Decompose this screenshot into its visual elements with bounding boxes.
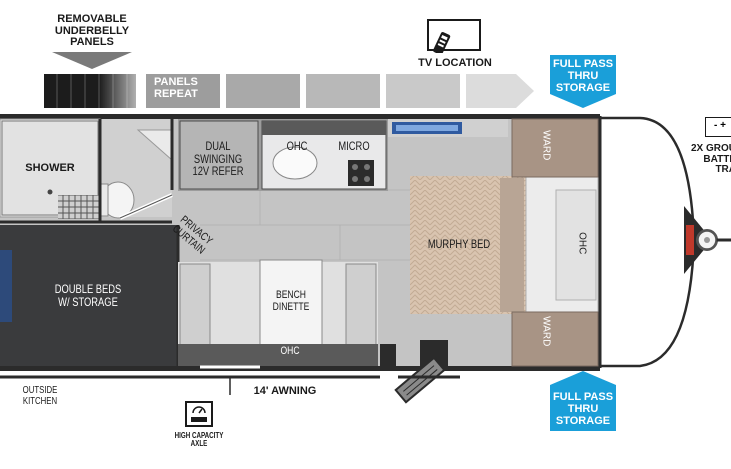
battery-terminals: - + [714,120,726,131]
removable-panel [44,74,136,108]
double-beds-label: DOUBLE BEDS W/ STORAGE [49,283,127,308]
dinette-ohc-label: OHC [280,345,300,357]
full-pass-storage-top: FULL PASS THRU STORAGE [550,55,616,94]
label-line: KITCHEN [22,395,58,407]
label-line: DOUBLE BEDS [54,282,122,296]
front-ohc-label: OHC [576,232,588,255]
label-line: PANELS [154,76,198,88]
label-line: DUAL SWINGING [193,139,243,166]
battery-tray-label: 2X GROU BATTE TRA [676,143,731,176]
repeat-panel [466,74,516,108]
label-line: PANELS [70,36,114,49]
scale-icon [185,401,213,427]
panels-repeat-label: PANELS REPEAT [146,76,214,100]
label-line: TRA [715,164,731,175]
label-line: W/ STORAGE [58,294,118,309]
micro-label: MICRO [338,139,370,153]
axle-label: HIGH CAPACITY AXLE [172,431,227,449]
kitchen-ohc-label: OHC [286,139,308,153]
awning-label: 14' AWNING [253,385,317,397]
propane-tank-icon [697,230,717,250]
right-arrow-icon [516,74,534,108]
label-line: BENCH [275,289,307,301]
tv-icon [427,19,481,53]
repeat-panel [386,74,460,108]
down-arrow-icon [550,94,616,108]
label-line: FULL PASS [552,58,614,70]
label-line: THRU [567,70,599,82]
label-line: DINETTE [272,300,310,313]
label-line: STORAGE [555,82,611,94]
bench-dinette-label: BENCH DINETTE [267,289,315,313]
label-line: STORAGE [555,415,611,427]
shower-label: SHOWER [25,162,75,174]
label-line: UNDERBELLY [54,24,130,37]
label-line: 2X GROU [690,143,731,154]
murphy-bed-label: MURPHY BED [427,237,491,251]
label-line: OUTSIDE [22,385,58,396]
label-line: REPEAT [154,87,198,100]
refer-label: DUAL SWINGING 12V REFER [187,140,249,178]
up-arrow-icon [550,371,616,385]
panels-repeat-panel [146,74,220,108]
tv-location-label: TV LOCATION [418,57,492,69]
ward-bottom-label: WARD [540,316,552,347]
down-arrow-icon [52,52,132,69]
ward-top-label: WARD [540,130,552,161]
full-pass-storage-bottom: FULL PASS THRU STORAGE [550,385,616,431]
label-line: BATTE [703,153,731,165]
label-line: 12V REFER [192,164,244,179]
repeat-panel [226,74,300,108]
label-line: THRU [567,403,599,415]
repeat-panel [306,74,380,108]
label-line: AXLE [190,439,208,449]
outside-kitchen-label: OUTSIDE KITCHEN [20,385,61,407]
removable-underbelly-label: REMOVABLE UNDERBELLY PANELS [42,13,142,49]
label-line: HIGH CAPACITY [174,431,224,440]
battery-icon: - + [705,117,731,137]
label-line: FULL PASS [552,391,614,403]
label-line: REMOVABLE [57,13,127,25]
